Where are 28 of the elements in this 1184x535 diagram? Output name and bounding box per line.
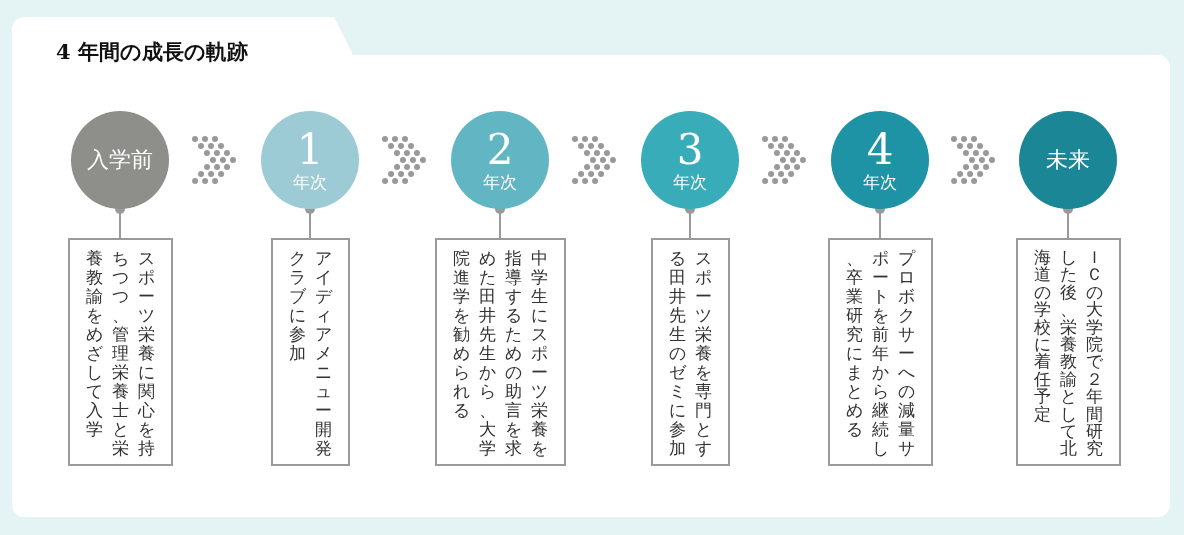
chevron-arrow [572, 136, 617, 184]
text-box [270, 238, 350, 466]
year-label: 年次 [483, 172, 517, 192]
chevron-arrow [951, 136, 996, 184]
text-box [434, 238, 566, 466]
text-box [67, 238, 173, 466]
year-number: 1 [296, 128, 324, 171]
year-number: 4 [866, 128, 894, 171]
year-label: 年次 [673, 172, 707, 192]
text-box [827, 238, 933, 466]
text-box [650, 238, 730, 466]
description-text: 中学生にスポーツ栄養を指導するための助言を求めた田井先生から、大学院進学を勧められる [452, 249, 548, 458]
stage-label: 入学前 [87, 149, 153, 171]
description-text: スポーツ栄養を専門とする田井先生のゼミに参加 [668, 249, 712, 458]
year-number: 3 [676, 128, 704, 171]
year-number: 2 [486, 128, 514, 171]
year-label: 年次 [863, 172, 897, 192]
description-text: プロボクサーへの減量サポートを前年から継続し、卒業研究にまとめる [845, 249, 915, 458]
diagram-title: 4 年間の成長の軌跡 [56, 38, 248, 66]
text-box [1015, 238, 1121, 466]
chevron-arrow [192, 136, 237, 184]
year-label: 年次 [293, 172, 327, 192]
description-text: ＩＣの大学院で２年間研究した後、栄養教諭として北海道の学校に着任予定 [1033, 249, 1103, 458]
chevron-arrow [382, 136, 427, 184]
description-text: スポーツ栄養に関心を持ちつつ、管理栄養士と栄養教諭をめざして入学 [85, 249, 155, 458]
chevron-arrow [762, 136, 807, 184]
stage-label: 未来 [1046, 149, 1090, 171]
description-text: アイディアメニュー開発クラブに参加 [288, 249, 332, 458]
